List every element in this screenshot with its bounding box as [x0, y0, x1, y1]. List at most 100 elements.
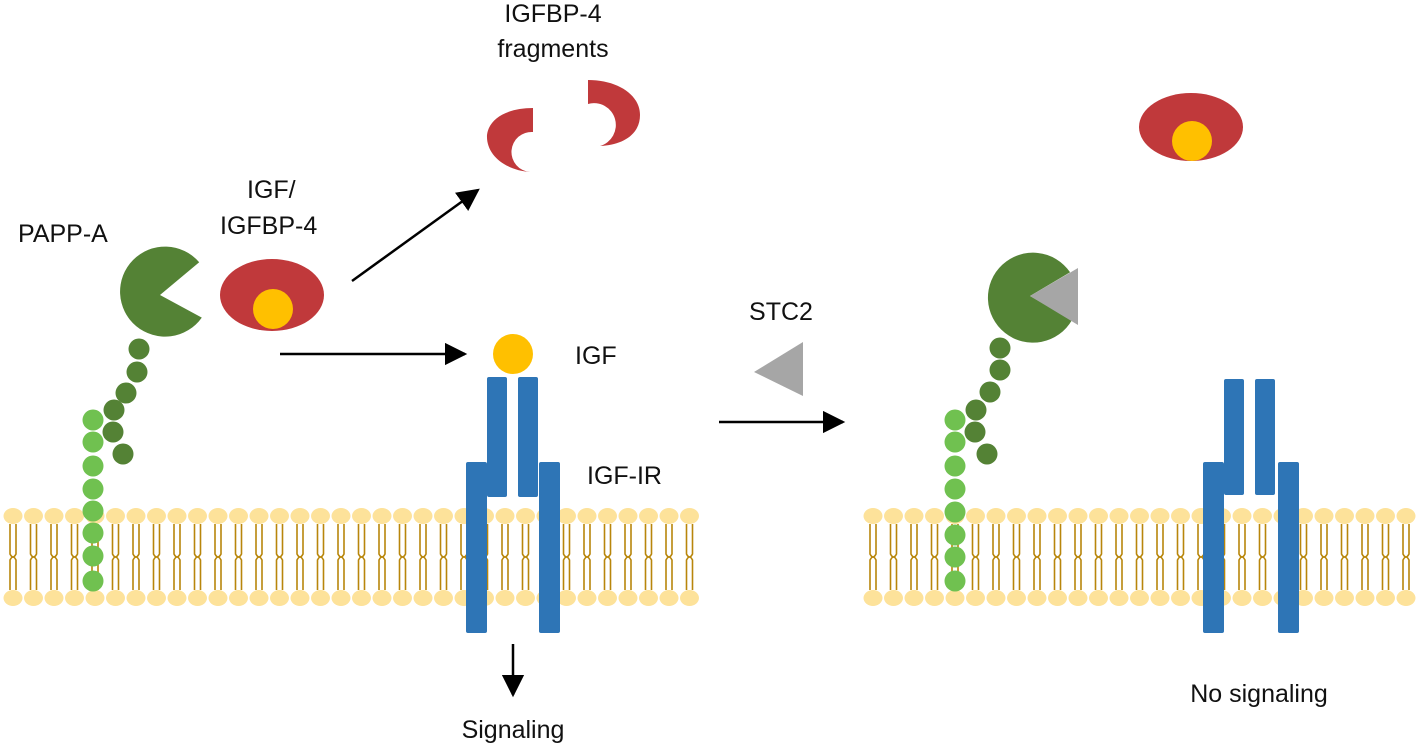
membrane-left-lipid-pair [516, 508, 535, 606]
membrane-right-lipid-pair [1253, 508, 1272, 606]
membrane-left-lipid-pair [577, 508, 597, 606]
membrane-left-lipid-pair [311, 508, 330, 606]
membrane-right-lipid-pair [1355, 508, 1375, 606]
membrane-right-lipid-pair [966, 508, 985, 606]
pappa-chain-left-bead [82, 431, 104, 453]
membrane-right-lipid-pair [1314, 508, 1334, 606]
label-igf: IGF [575, 342, 617, 370]
pappa-chain-left-bead [82, 500, 104, 522]
membrane-right-lipid-pair [1007, 508, 1026, 606]
pappa-chain-right-bead [944, 478, 966, 500]
membrane-left-lipid-pair [249, 508, 269, 606]
membrane-right-lipid-pair [1048, 508, 1067, 606]
pappa-chain-right-bead [965, 399, 987, 421]
igf-free [493, 334, 533, 374]
igf-ir-receptor-right [1203, 379, 1299, 633]
pappa-chain-left-bead [82, 478, 104, 500]
membrane-left-lipid-pair [24, 508, 43, 606]
membrane-left-lipid-pair [270, 508, 289, 606]
membrane-left-lipid-pair [208, 508, 228, 606]
membrane-right-lipid-pair [986, 508, 1006, 606]
pappa-chain-left-bead [103, 399, 125, 421]
igfbp4-fragment-2 [588, 80, 640, 146]
membrane-left-lipid-pair [352, 508, 371, 606]
pappa-enzyme-right [987, 252, 1072, 343]
membrane-left-lipid-pair [495, 508, 515, 606]
igfbp4-fragment-1 [486, 108, 533, 172]
pappa-chain-right-bead [989, 359, 1011, 381]
label-signaling: Signaling [462, 716, 565, 744]
membrane-left-lipid-pair [331, 508, 351, 606]
membrane-left-lipid-pair [147, 508, 166, 606]
igf-ir-receptor-left [466, 377, 560, 633]
membrane-left-lipid-pair [188, 508, 207, 606]
pappa-chain-left-bead [126, 361, 148, 383]
label-igf-ir: IGF-IR [587, 462, 662, 490]
pappa-chain-right-bead [944, 455, 966, 477]
membrane-left-lipid-pair [44, 508, 64, 606]
arrow-to-fragments [351, 188, 480, 283]
membrane-right-lipid-pair [1376, 508, 1395, 606]
membrane-left-lipid-pair [639, 508, 658, 606]
pappa-chain-right-bead [979, 381, 1001, 403]
pappa-chain-left-bead [102, 421, 124, 443]
label-complex-1: IGF/ [247, 176, 296, 204]
membrane-left [3, 508, 699, 606]
pappa-chain-left-bead [82, 570, 104, 592]
membrane-right-lipid-pair [1109, 508, 1129, 606]
membrane-left-lipid-pair [434, 508, 453, 606]
pappa-chain-left-bead [82, 455, 104, 477]
membrane-left-lipid-pair [372, 508, 392, 606]
membrane-left-lipid-pair [106, 508, 125, 606]
igf-bound-left [253, 289, 293, 329]
label-fragments-1: IGFBP-4 [504, 0, 601, 28]
membrane-left-lipid-pair [167, 508, 187, 606]
label-fragments-2: fragments [497, 35, 608, 63]
membrane-left-lipid-pair [598, 508, 617, 606]
pappa-chain-left-bead [82, 522, 104, 544]
pappa-chain-left-bead [82, 409, 104, 431]
label-stc2: STC2 [749, 298, 813, 326]
pappa-chain-right-bead [989, 337, 1011, 359]
pappa-chain-right [944, 337, 1011, 592]
membrane-left-lipid-pair [557, 508, 576, 606]
membrane-left-lipid-pair [65, 508, 84, 606]
label-complex-2: IGFBP-4 [220, 212, 317, 240]
pappa-chain-left-bead [115, 382, 137, 404]
membrane-right-lipid-pair [1335, 508, 1354, 606]
pappa-chain-left-bead [128, 338, 150, 360]
igf-bound-right [1172, 121, 1212, 161]
membrane-left-lipid-pair [290, 508, 310, 606]
stc2-triangle [754, 342, 803, 396]
membrane-right-lipid-pair [1068, 508, 1088, 606]
membrane-left-lipid-pair [126, 508, 146, 606]
pappa-chain-right-bead [944, 546, 966, 568]
membrane-left-lipid-pair [393, 508, 412, 606]
membrane-left-lipid-pair [229, 508, 248, 606]
membrane-right-lipid-pair [1150, 508, 1170, 606]
membrane-right-lipid-pair [884, 508, 903, 606]
membrane-right-lipid-pair [1130, 508, 1149, 606]
membrane-right-lipid-pair [1396, 508, 1416, 606]
membrane-left-lipid-pair [413, 508, 433, 606]
membrane-left-lipid-pair [3, 508, 23, 606]
membrane-left-lipid-pair [659, 508, 679, 606]
membrane-right-lipid-pair [1027, 508, 1047, 606]
membrane-right-lipid-pair [1232, 508, 1252, 606]
pappa-chain-left-bead [112, 443, 134, 465]
pappa-chain-right-bead [944, 570, 966, 592]
pappa-chain-left-bead [82, 545, 104, 567]
membrane-right-lipid-pair [904, 508, 924, 606]
membrane-left-lipid-pair [618, 508, 638, 606]
membrane-right-lipid-pair [863, 508, 883, 606]
pappa-enzyme-left [120, 246, 202, 337]
pappa-chain-left [82, 338, 150, 592]
membrane-right-lipid-pair [1171, 508, 1190, 606]
pappa-chain-right-bead [944, 501, 966, 523]
membrane-right-lipid-pair [1089, 508, 1108, 606]
membrane-left-lipid-pair [680, 508, 699, 606]
pappa-chain-right-bead [944, 431, 966, 453]
stc2-bound [1030, 268, 1078, 325]
